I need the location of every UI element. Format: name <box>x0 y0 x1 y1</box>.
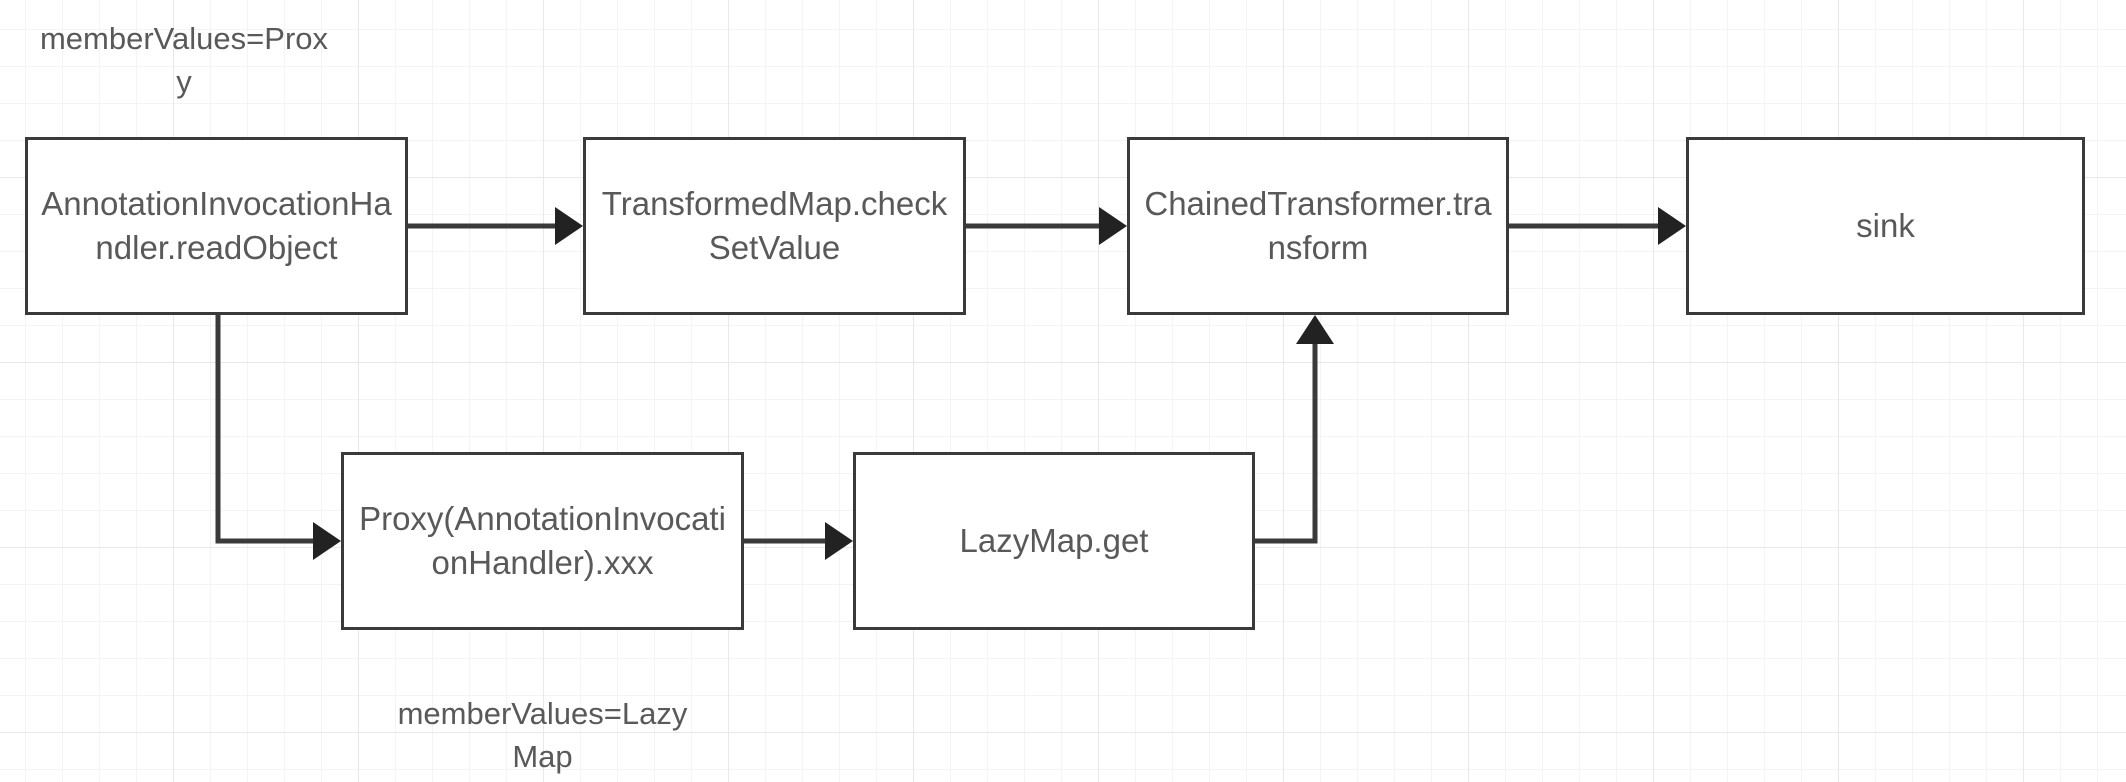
edge-readobject-to-proxy <box>215 315 341 560</box>
node-proxy-annotationinvocationhandler-xxx[interactable]: Proxy(AnnotationInvocationHandler).xxx <box>341 452 744 630</box>
edge-checksetvalue-to-transform <box>966 207 1127 245</box>
edge-lazymap-to-transform <box>1255 315 1334 544</box>
node-sink[interactable]: sink <box>1686 137 2085 315</box>
node-label: LazyMap.get <box>959 522 1149 560</box>
node-transformedmap-checksetvalue[interactable]: TransformedMap.checkSetValue <box>583 137 966 315</box>
node-annotationinvocationhandler-readobject[interactable]: AnnotationInvocationHandler.readObject <box>25 137 408 315</box>
node-label: TransformedMap.checkSetValue <box>601 185 948 266</box>
node-lazymap-get[interactable]: LazyMap.get <box>853 452 1255 630</box>
node-label: Proxy(AnnotationInvocationHandler).xxx <box>359 500 726 581</box>
node-label: sink <box>1856 207 1915 245</box>
annotation-membervalues-proxy: memberValues=Proxy <box>39 21 329 99</box>
annotation-membervalues-lazymap: memberValues=LazyMap <box>397 696 688 774</box>
edge-transform-to-sink <box>1509 207 1686 245</box>
edge-proxy-to-lazymap <box>744 522 853 560</box>
node-label: AnnotationInvocationHandler.readObject <box>41 185 392 266</box>
node-label: ChainedTransformer.transform <box>1144 185 1492 266</box>
node-chainedtransformer-transform[interactable]: ChainedTransformer.transform <box>1127 137 1509 315</box>
edge-readobject-to-checksetvalue <box>408 207 583 245</box>
